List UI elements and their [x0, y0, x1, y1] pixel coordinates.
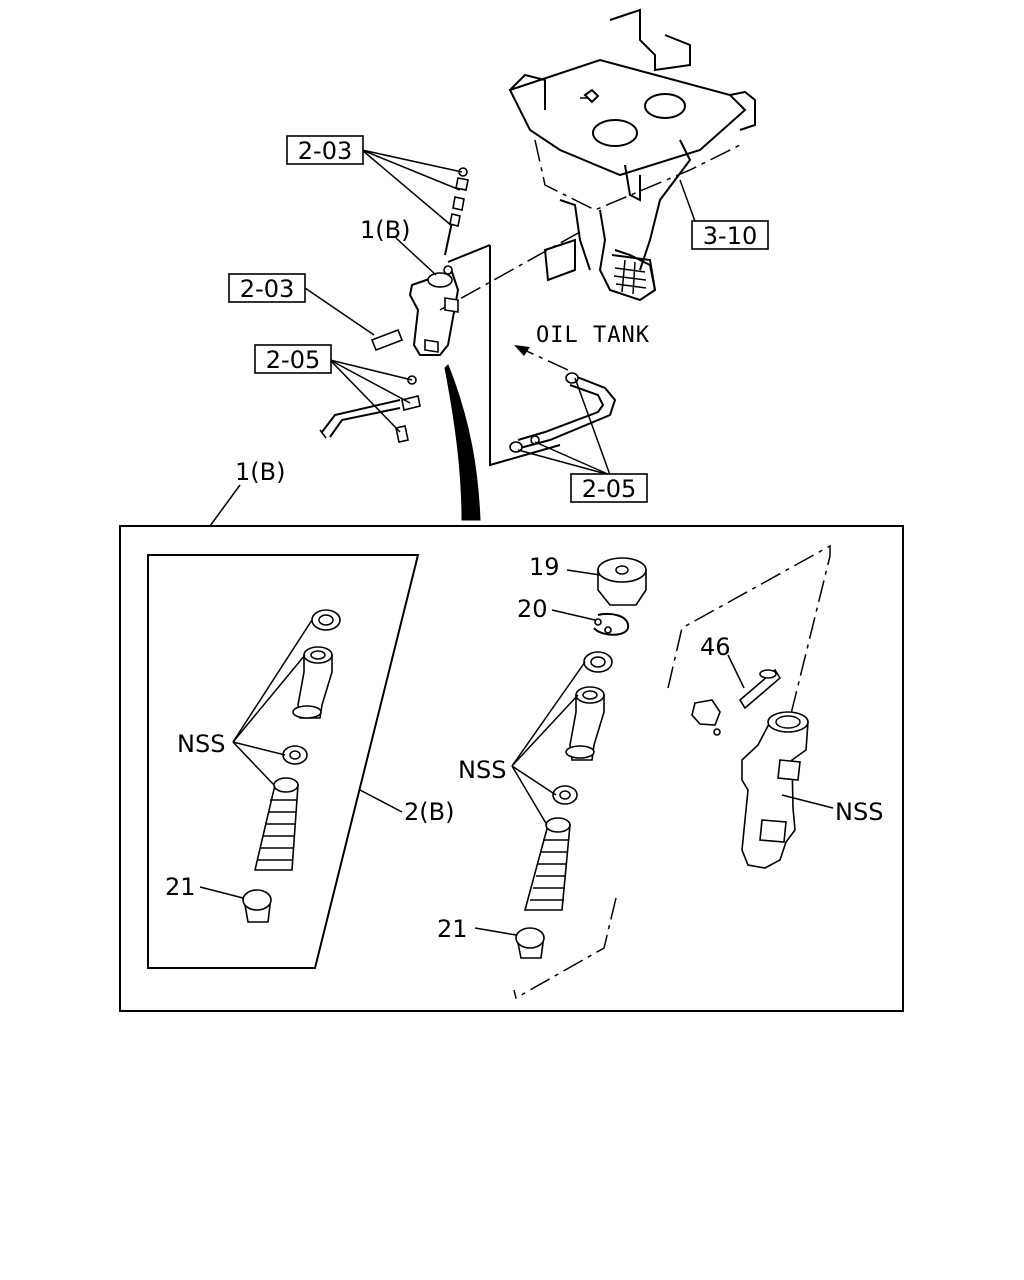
oil-tank-label: OIL TANK	[536, 323, 650, 348]
part-19-label: 19	[529, 553, 560, 581]
ref-box-2-03-top[interactable]: 2-03	[286, 135, 364, 165]
repair-kit-frame	[147, 554, 420, 969]
leader-lines-top	[304, 149, 701, 476]
part-1b-top-label: 1(B)	[360, 216, 410, 244]
leader-lines-right	[727, 654, 834, 809]
part-1b-detail-label: 1(B)	[235, 458, 285, 486]
ref-2-05-right-label: 2-05	[582, 475, 636, 503]
ref-3-10-label: 3-10	[703, 222, 757, 250]
nss-right-label: NSS	[835, 798, 883, 826]
detail-frame	[119, 525, 904, 1012]
pushrod-centerline	[439, 231, 581, 311]
detail-pointer-arrow	[444, 364, 481, 521]
nss-left-label: NSS	[177, 730, 225, 758]
master-cylinder-assembly	[319, 167, 561, 467]
middle-parts	[515, 557, 647, 959]
oil-tank-arrow	[514, 345, 569, 371]
leader-lines-left-kit	[199, 619, 403, 899]
ref-2-03-top-label: 2-03	[298, 137, 352, 165]
ref-box-2-05-right[interactable]: 2-05	[570, 473, 648, 503]
ref-box-3-10[interactable]: 3-10	[691, 220, 769, 250]
part-2b-label: 2(B)	[404, 798, 454, 826]
leader-lines-middle	[474, 569, 601, 936]
part-21-mid-label: 21	[437, 915, 468, 943]
part-21-left-label: 21	[165, 873, 196, 901]
middle-bracket	[513, 897, 617, 1000]
ref-2-05-left-label: 2-05	[266, 346, 320, 374]
cylinder-body	[667, 544, 831, 869]
nss-mid-label: NSS	[458, 756, 506, 784]
ref-box-2-05-left[interactable]: 2-05	[254, 344, 332, 374]
part-46-label: 46	[700, 633, 731, 661]
oil-tank-hose	[509, 372, 617, 453]
part-20-label: 20	[517, 595, 548, 623]
ref-box-2-03-mid[interactable]: 2-03	[228, 273, 306, 303]
ref-2-03-mid-label: 2-03	[240, 275, 294, 303]
repair-kit-parts	[242, 609, 341, 923]
pedal-bracket	[508, 8, 756, 302]
